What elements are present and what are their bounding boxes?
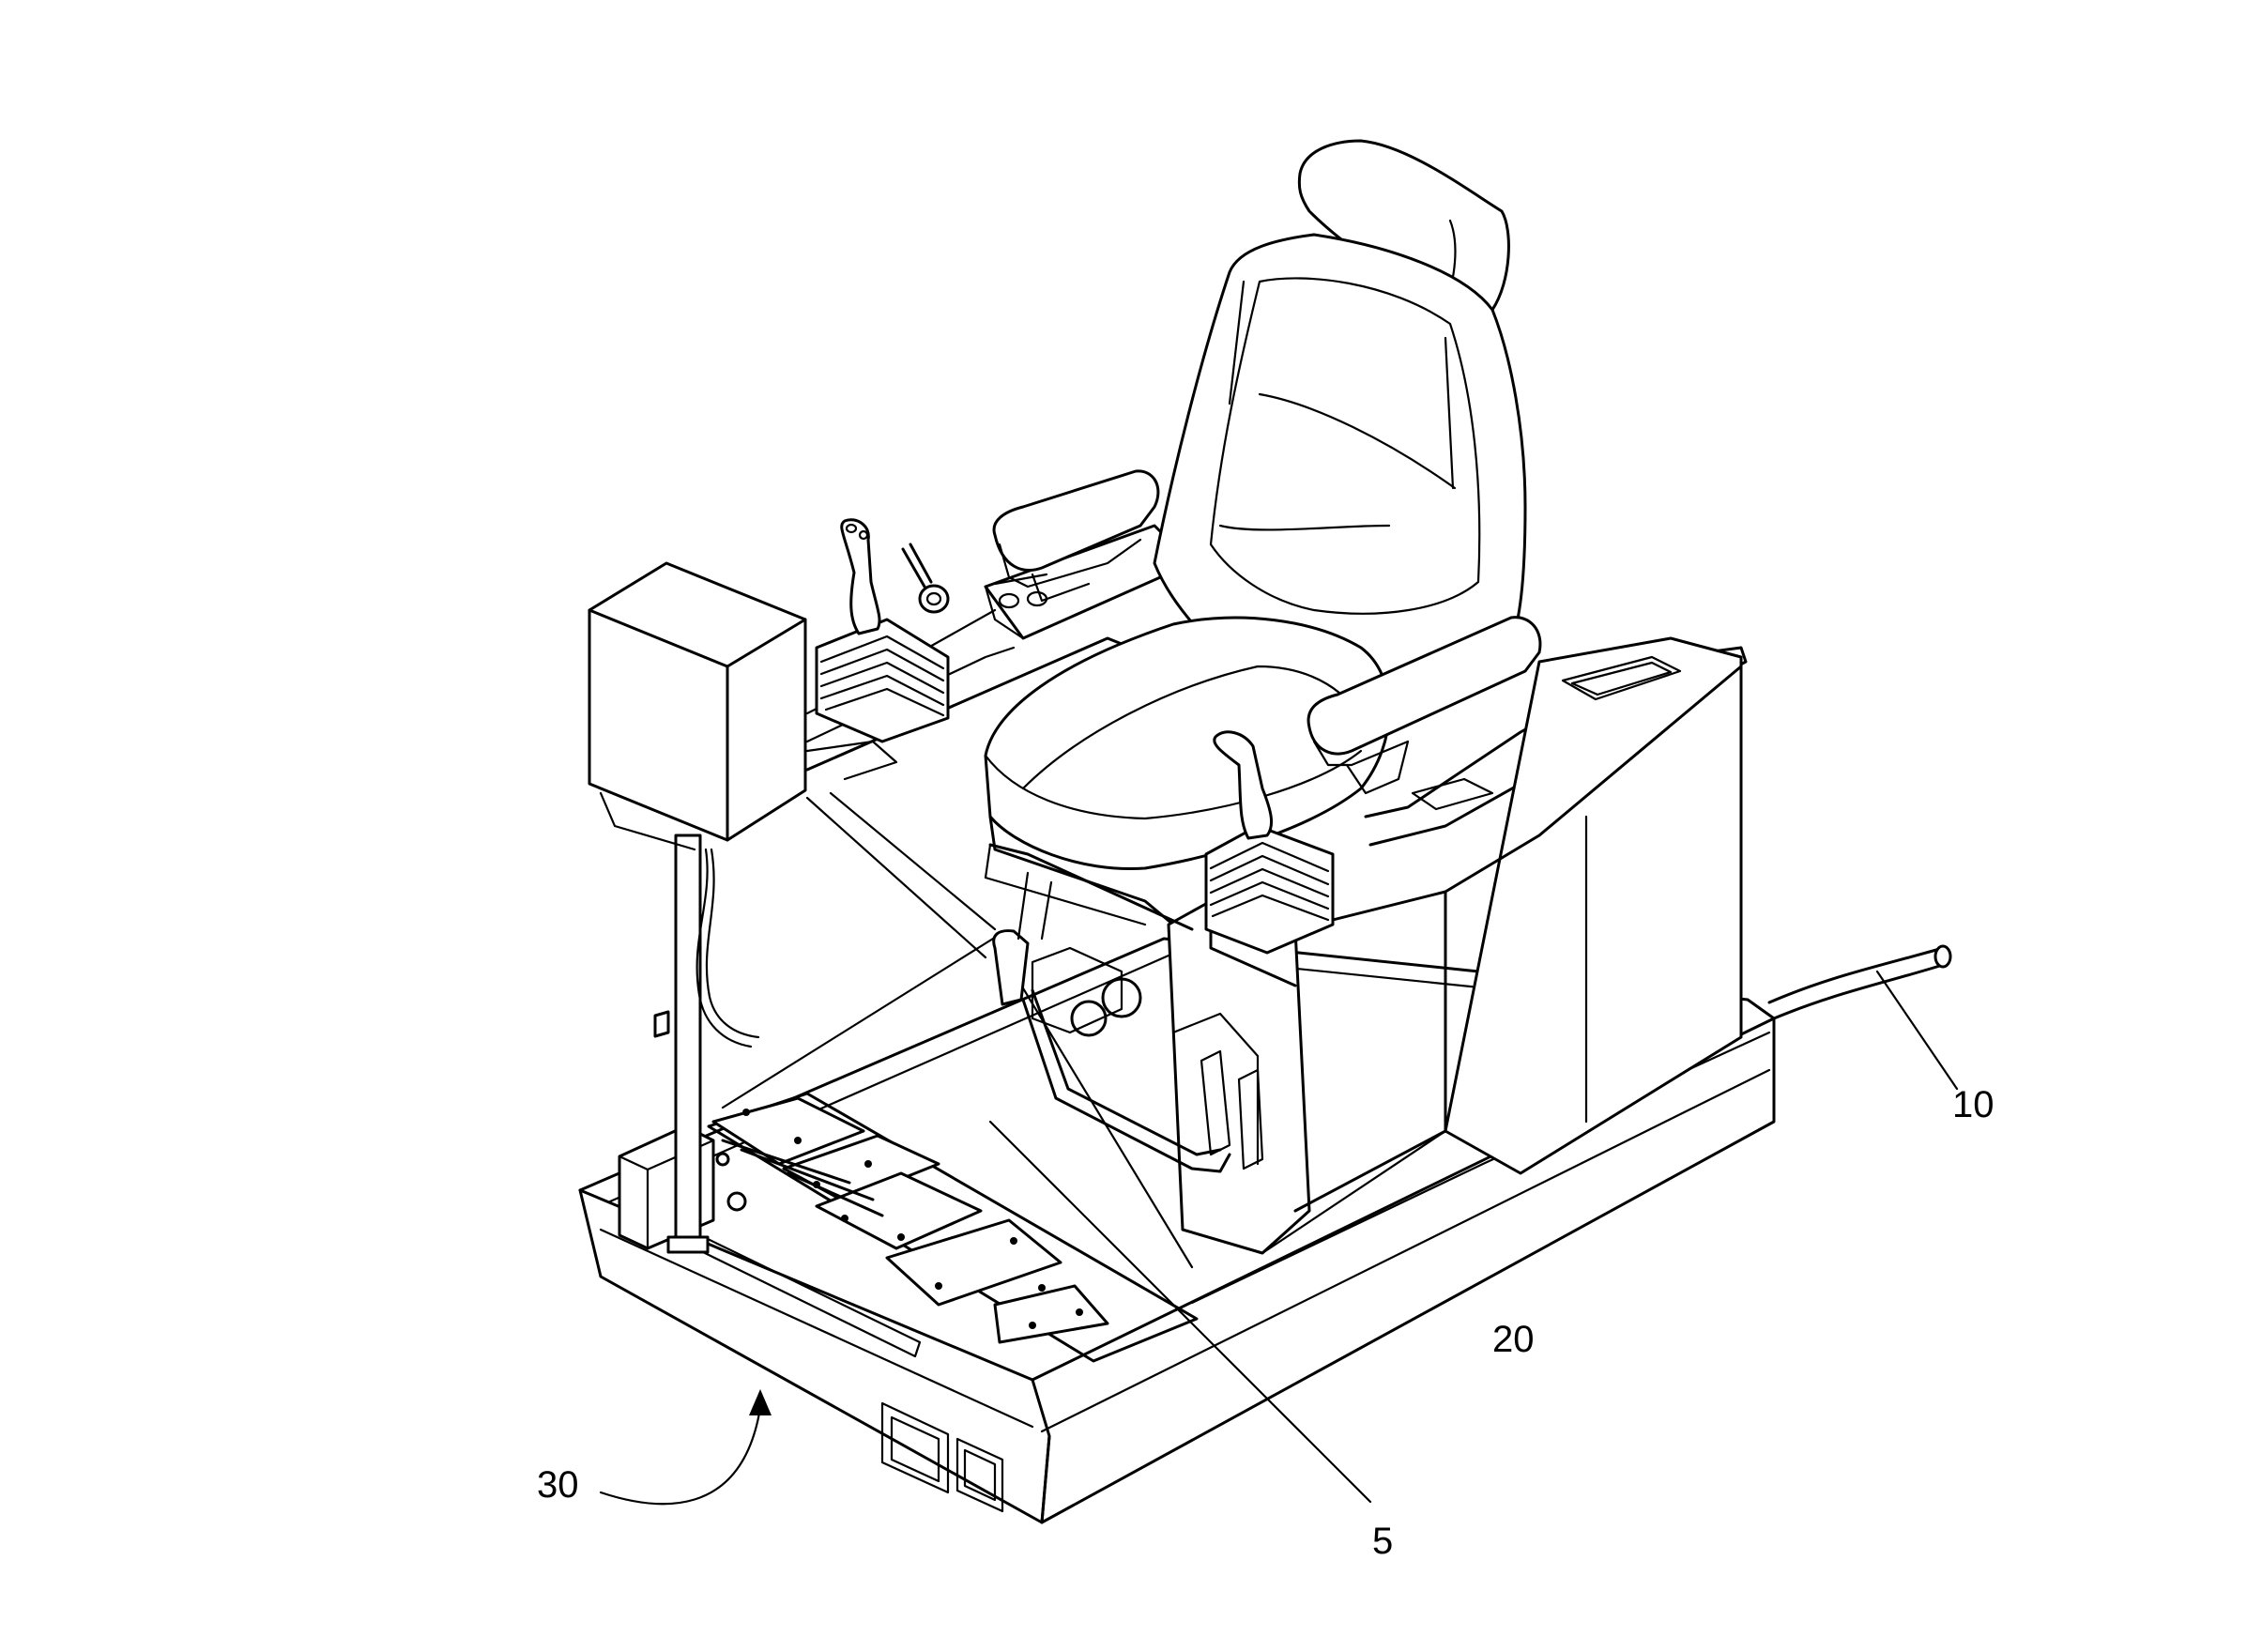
leader-lines xyxy=(599,970,1959,1506)
monitor-box xyxy=(588,561,807,851)
right-console xyxy=(1167,636,1748,1255)
left-armrest xyxy=(992,469,1160,603)
seat-lever[interactable] xyxy=(988,843,1231,1173)
vent-openings xyxy=(880,1401,1004,1513)
right-joystick[interactable] xyxy=(1204,730,1335,955)
ref-label-10: 10 xyxy=(1952,1084,1995,1125)
ref-label-5: 5 xyxy=(1372,1521,1393,1562)
left-joystick[interactable] xyxy=(815,518,950,743)
key-switch[interactable] xyxy=(901,543,950,614)
ref-label-30: 30 xyxy=(537,1464,579,1506)
cable xyxy=(1767,944,1952,1020)
right-armrest xyxy=(1307,616,1542,795)
reference-labels: 10 20 30 5 xyxy=(537,1084,1995,1562)
operator-seat xyxy=(984,139,1527,926)
display-post xyxy=(653,834,760,1254)
ref-label-20: 20 xyxy=(1492,1319,1535,1360)
